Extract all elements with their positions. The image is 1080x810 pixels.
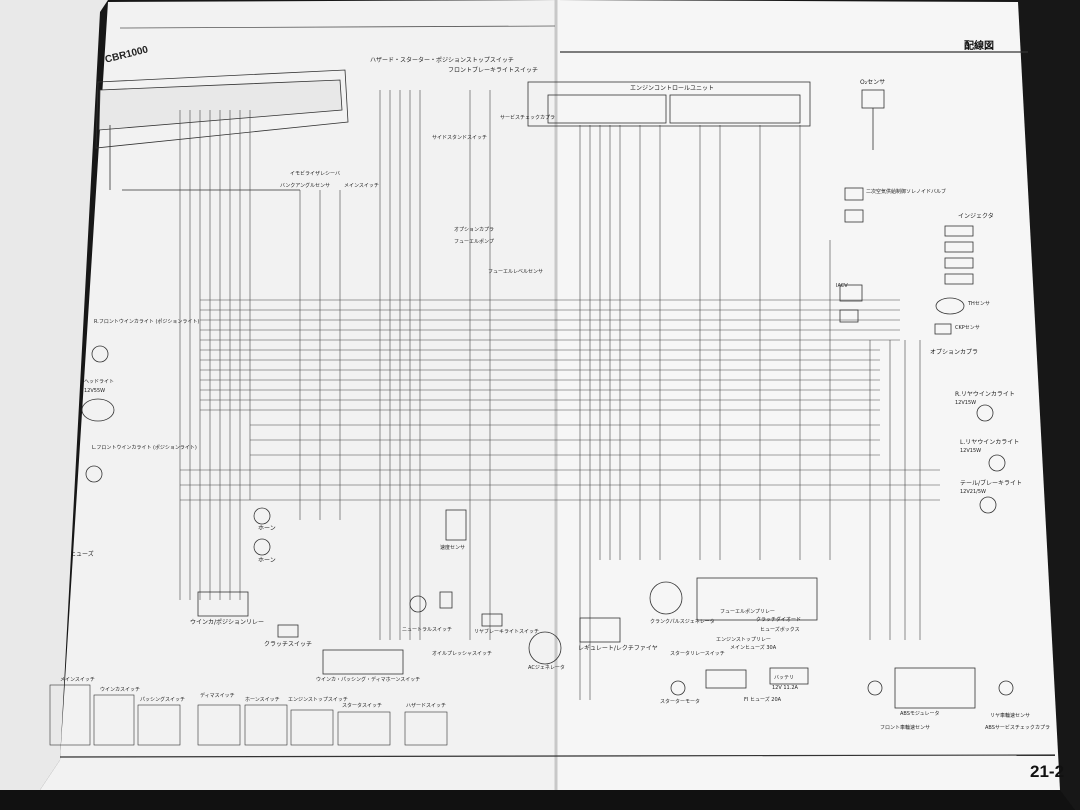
label-hazard-starter-switch: ハザード・スターター・ポジションストップスイッチ: [370, 57, 514, 64]
label-service-check-coupler: サービスチェックカプラ: [500, 115, 556, 121]
switch-table-title: ホーンスイッチ: [245, 697, 280, 703]
switch-table-title: ウインカスイッチ: [100, 687, 141, 693]
label-side-stand-switch: サイドスタンドスイッチ: [432, 135, 488, 141]
left-lights: [81, 345, 271, 556]
label-o2-sensor: O₂センサ: [860, 79, 886, 86]
left-page-edge: [0, 0, 108, 790]
label-winker-position-relay: ウインカ/ポジションリレー: [190, 619, 265, 626]
label-battery-spec: 12V 11.2A: [772, 685, 798, 691]
label-neutral-switch: ニュートラルスイッチ: [402, 627, 453, 633]
label-l-rear-winker: L.リヤウインカライト: [960, 439, 1020, 446]
o2-sensor-symbol: [861, 89, 885, 150]
label-crank-pulse-generator: クランクパルスジェネレータ: [650, 619, 715, 625]
label-immobilizer-receiver: イモビライザレシーバ: [290, 171, 340, 177]
label-starter-relay-switch: スタータリレースイッチ: [670, 651, 725, 657]
label-option-coupler: オプションカプラ: [930, 349, 979, 356]
switch-table-title: ディマスイッチ: [200, 693, 235, 699]
label-rear-wheel-sensor: リヤ車輪速センサ: [990, 713, 1031, 719]
label-abs-service-coupler: ABSサービスチェックカプラ: [985, 725, 1050, 731]
wire-harness-left: [179, 90, 491, 640]
wire-bus: [180, 299, 940, 501]
label-horn-2: ホーン: [258, 557, 276, 564]
label-r-front-winker: R.フロントウインカライト (ポジションライト): [94, 319, 200, 325]
label-headlight: ヘッドライト: [84, 379, 115, 385]
switch-table-title: スタータスイッチ: [342, 703, 383, 709]
label-abs-modulator: ABSモジュレータ: [900, 711, 940, 717]
label-engine-control-unit: エンジンコントロールユニット: [630, 85, 715, 92]
label-vehicle-speed-sensor: 速度センサ: [440, 545, 466, 551]
label-l-rear-winker-spec: 12V15W: [960, 448, 982, 454]
label-tail-brake-light: テール/ブレーキライト: [960, 480, 1023, 487]
label-injector: インジェクタ: [958, 213, 994, 220]
label-battery: バッテリ: [774, 675, 795, 681]
switch-table-title: パッシングスイッチ: [140, 697, 186, 703]
switch-table-title: メインスイッチ: [60, 677, 95, 683]
switch-table-frames: [49, 684, 448, 746]
label-ckp-sensor: CKPセンサ: [955, 325, 980, 331]
label-tail-brake-spec: 12V21/5W: [960, 489, 986, 495]
wire-harness-right: [579, 125, 921, 700]
label-bank-angle-sensor: バンクアングルセンサ: [280, 183, 331, 189]
label-secondary-air-solenoid: 二次空気供給制御ソレノイドバルブ: [866, 189, 947, 195]
label-ac-generator: ACジェネレータ: [528, 665, 565, 671]
switch-table-title: エンジンストップスイッチ: [288, 697, 348, 703]
bottom-components: [197, 509, 1014, 709]
label-engine-stop-relay: エンジンストップリレー: [716, 637, 771, 643]
switch-table-title: ハザードスイッチ: [406, 703, 447, 709]
label-r-rear-winker: R.リヤウインカライト: [955, 391, 1015, 398]
label-fuse-box: ヒューズボックス: [760, 627, 800, 633]
page-number: 21-2: [1030, 762, 1065, 781]
label-fuse-heading: ヒューズ: [70, 551, 94, 558]
label-r-rear-winker-spec: 12V15W: [955, 400, 977, 406]
label-fuel-level-sensor: フューエルレベルセンサ: [488, 269, 544, 275]
label-main-fuse: メインヒューズ 30A: [730, 645, 777, 651]
label-iacv: IACV: [836, 283, 848, 289]
label-fuel-pump-relay: フューエルポンプリレー: [720, 609, 775, 615]
label-front-wheel-sensor: フロント車輪速センサ: [880, 725, 931, 731]
label-main-switch: メインスイッチ: [344, 183, 379, 189]
label-fuel-pump: フューエルポンプ: [454, 239, 494, 245]
label-horn-1: ホーン: [258, 525, 276, 532]
label-fi-fuse: FI ヒューズ 20A: [744, 697, 782, 703]
label-l-front-winker: L.フロントウインカライト (ポジションライト): [92, 445, 197, 451]
label-rear-brake-switch: リヤブレーキライトスイッチ: [474, 629, 540, 635]
engine-control-unit: [527, 81, 811, 127]
label-oil-pressure-switch: オイルプレッシャスイッチ: [432, 651, 493, 657]
label-clutch-switch: クラッチスイッチ: [264, 641, 313, 648]
label-option-coupler-top: オプションカプラ: [454, 227, 495, 233]
label-front-brake-light-switch: フロントブレーキライトスイッチ: [448, 67, 539, 74]
label-handle-switch: ウインカ・パッシング・ディマホーンスイッチ: [316, 677, 421, 683]
label-regulator-rectifier: レギュレート/レクチファイヤ: [578, 645, 658, 652]
meter-cluster: [95, 69, 349, 191]
right-components: [839, 187, 1006, 514]
label-clutch-diode: クラッチダイオード: [756, 617, 802, 623]
label-th-sensor: THセンサ: [968, 301, 990, 307]
label-headlight-spec: 12V55W: [84, 388, 106, 394]
label-starter-motor: スターターモータ: [660, 699, 701, 705]
section-title: 配線図: [964, 41, 994, 52]
